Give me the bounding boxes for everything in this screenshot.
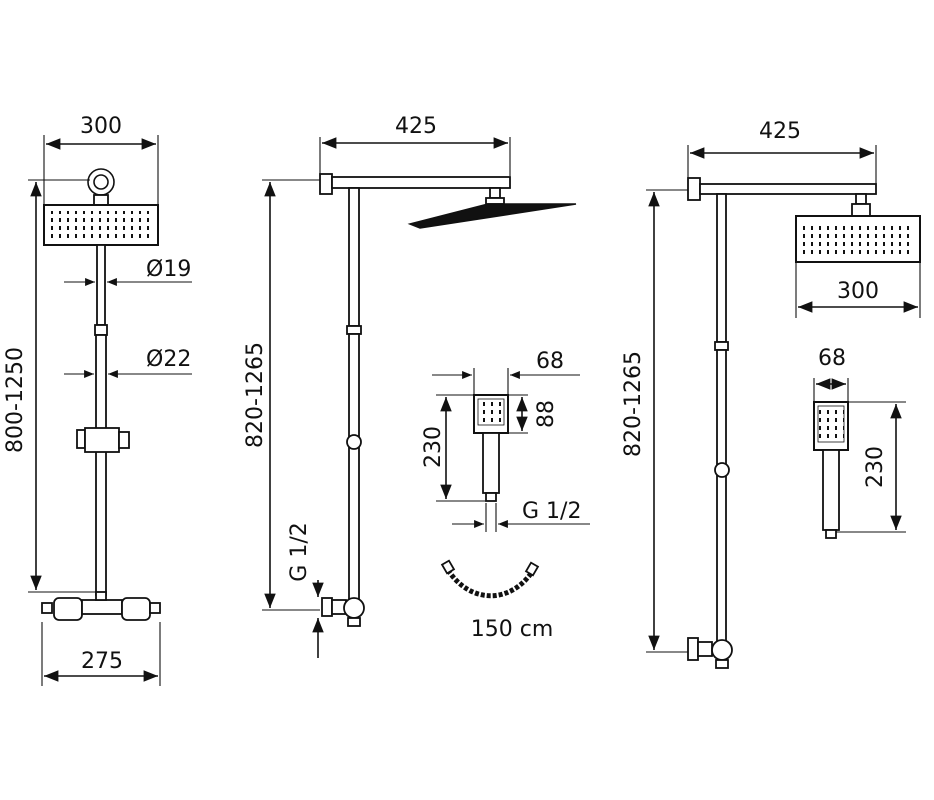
dim-side-height: 820-1265: [243, 342, 268, 448]
dim-right-arm-length: 425: [759, 119, 801, 144]
dim-hand-width: 68: [536, 349, 564, 374]
dim-front-height: 800-1250: [3, 347, 28, 453]
dim-side-thread: G 1/2: [287, 522, 312, 581]
front-view: 300 Ø19 Ø22 800-1250: [3, 114, 192, 686]
right-view: 425 300 820-1265 68: [621, 119, 921, 669]
shower-hose: [445, 568, 535, 599]
dim-hand-thread: G 1/2: [522, 499, 581, 524]
dim-front-pipe-22: Ø22: [146, 347, 191, 372]
dim-side-arm-length: 425: [395, 114, 437, 139]
dim-front-pipe-19: Ø19: [146, 257, 191, 282]
dim-right-hand-length: 230: [863, 446, 888, 488]
dim-front-mixer-width: 275: [81, 649, 123, 674]
dim-hose-length: 150 cm: [471, 617, 554, 642]
dim-right-hand-width: 68: [818, 346, 846, 371]
dim-hand-head-height: 88: [534, 400, 559, 428]
side-view: 425 820-1265 G 1/2: [243, 114, 577, 658]
dim-hand-length: 230: [421, 426, 446, 468]
hand-shower-detail: 68 88 230 G 1/2 150 cm: [421, 349, 590, 642]
dim-right-height: 820-1265: [621, 351, 646, 457]
side-shower-head: [407, 203, 577, 229]
dim-front-head-width: 300: [80, 114, 122, 139]
dim-right-head-width: 300: [837, 279, 879, 304]
